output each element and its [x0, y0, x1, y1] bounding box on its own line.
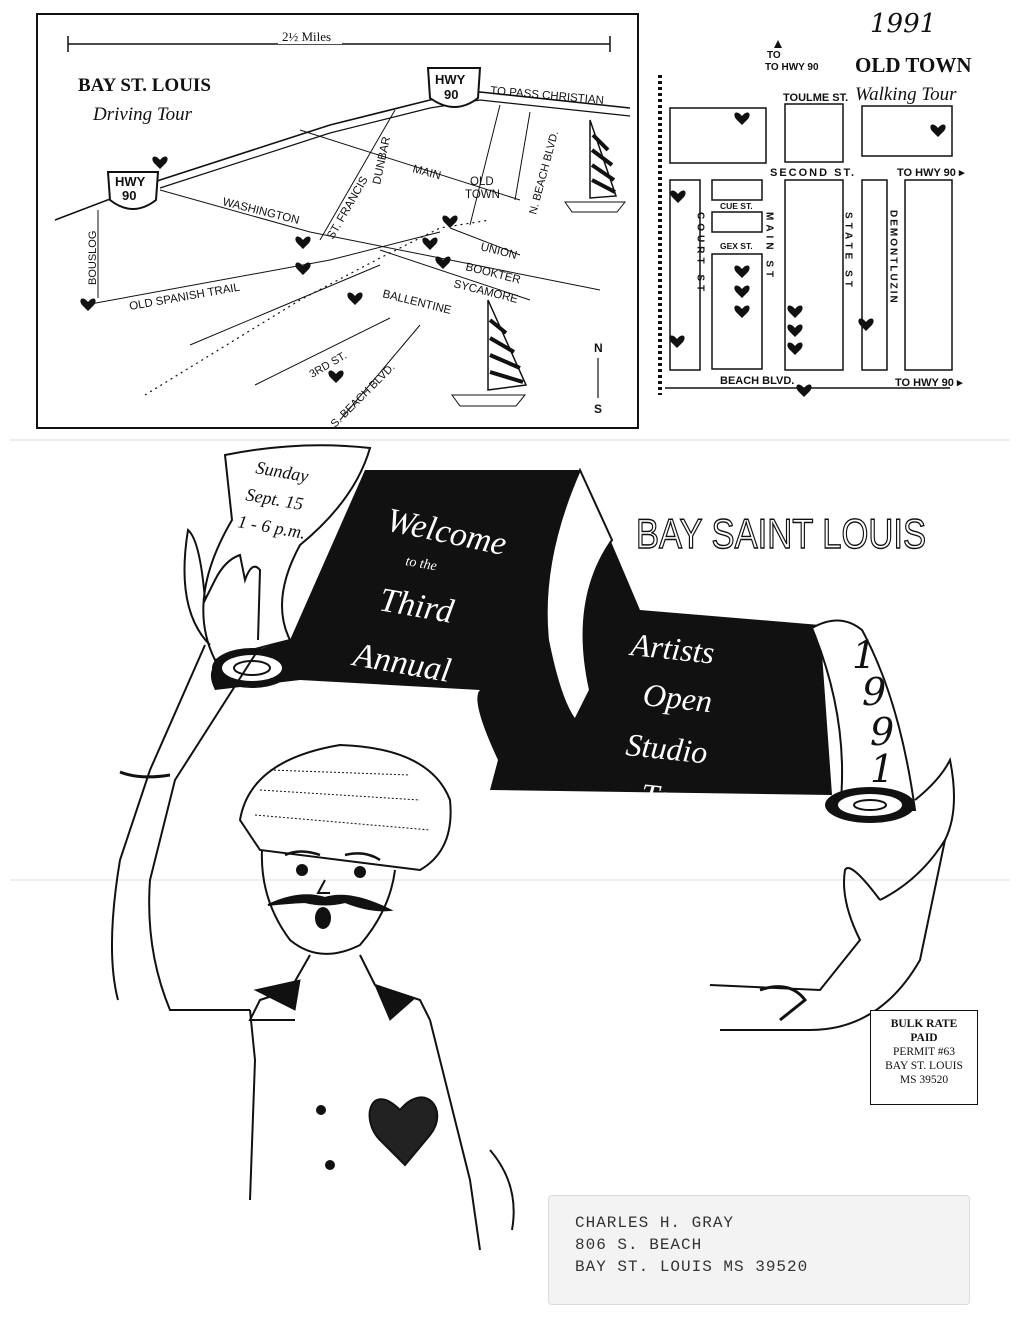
sailboat-icon	[451, 299, 528, 407]
street-beach-blvd: BEACH BLVD.	[720, 375, 794, 387]
street-union: UNION	[479, 241, 518, 262]
street-washington: WASHINGTON	[221, 196, 300, 227]
banner-artists: Artists	[627, 626, 716, 671]
bulk-rate-postage-indicia: BULK RATE PAID PERMIT #63 BAY ST. LOUIS …	[870, 1010, 978, 1105]
banner-tour: Tour	[639, 776, 702, 818]
to-hwy-90-top-label: TO HWY 90	[765, 62, 819, 73]
driving-map-title: BAY ST. LOUIS	[78, 75, 211, 96]
street-main: MAIN	[411, 163, 442, 182]
walking-tour-map: OLD TOWN Walking Tour TO TO HWY 90 TOULM…	[658, 40, 972, 397]
mailing-address-label: CHARLES H. GRAY 806 S. BEACH BAY ST. LOU…	[548, 1195, 970, 1305]
street-cue: CUE ST.	[720, 201, 753, 211]
street-bouslog: BOUSLOG	[87, 231, 99, 285]
postage-line-5: MS 39520	[899, 1074, 949, 1086]
banner-open: Open	[641, 676, 714, 719]
welcome-scroll-banner: Sunday Sept. 15 1 - 6 p.m. Welcome to th…	[202, 444, 917, 823]
street-dunbar: DUNBAR	[371, 136, 393, 186]
compass-north: N	[594, 341, 603, 355]
walking-map-title: OLD TOWN	[855, 53, 972, 77]
recipient-city: BAY ST. LOUIS MS 39520	[575, 1258, 809, 1276]
street-toulme: TOULME ST.	[783, 92, 848, 104]
recipient-name: CHARLES H. GRAY	[575, 1214, 735, 1232]
street-ballentine: BALLENTINE	[381, 288, 452, 317]
svg-text:90: 90	[444, 87, 458, 102]
street-3rd: 3RD ST.	[308, 350, 349, 381]
scale-label: 2½ Miles	[282, 29, 331, 44]
street-n-beach: N. BEACH BLVD.	[527, 130, 561, 216]
old-town-label-1: OLD	[470, 176, 494, 188]
street-state: STATE ST	[843, 212, 854, 291]
sailboat-icon	[564, 119, 627, 213]
svg-text:HWY: HWY	[435, 72, 466, 87]
postage-line-1: BULK RATE	[890, 1018, 958, 1030]
banner-to-the: to the	[404, 554, 438, 574]
year-digit-4: 1	[870, 747, 894, 791]
postage-line-3: PERMIT #63	[892, 1046, 956, 1058]
street-demontluzin: DEMONTLUZIN	[888, 210, 899, 305]
svg-text:90: 90	[122, 188, 136, 203]
hwy-90-shield-east: HWY 90	[426, 67, 482, 108]
old-town-label-2: TOWN	[465, 189, 500, 201]
compass-south: S	[594, 402, 602, 416]
driving-tour-map: 2½ Miles BAY ST. LOUIS Driving Tour HWY …	[36, 13, 639, 430]
artist-figure-illustration	[111, 528, 955, 1251]
heart-icons-walking	[669, 112, 946, 397]
handwritten-year: 1991	[870, 9, 936, 39]
street-second: SECOND ST.	[770, 167, 856, 179]
to-label-top: TO	[767, 50, 781, 61]
year-digit-3: 9	[870, 710, 894, 754]
street-to-pass-christian: TO PASS CHRISTIAN	[490, 85, 605, 107]
svg-text:HWY: HWY	[115, 174, 146, 189]
street-main-walking: MAIN ST	[764, 212, 775, 281]
hwy-90-shield-west: HWY 90	[106, 171, 160, 210]
street-gex: GEX ST.	[720, 241, 753, 251]
street-court: COURT ST	[695, 212, 706, 295]
walking-map-subtitle: Walking Tour	[855, 84, 957, 105]
recipient-street: 806 S. BEACH	[575, 1236, 703, 1254]
banner-studio: Studio	[624, 726, 709, 770]
bay-saint-louis-logo: BAY SAINT LOUIS	[636, 510, 926, 557]
year-digit-1: 1	[852, 633, 876, 677]
to-hwy-90-right: TO HWY 90 ▸	[897, 167, 965, 179]
postage-line-4: BAY ST. LOUIS	[885, 1060, 963, 1072]
postage-line-2: PAID	[910, 1032, 938, 1044]
street-st-francis: ST. FRANCIS	[325, 174, 371, 241]
year-digit-2: 9	[862, 670, 886, 714]
to-hwy-90-bottom: TO HWY 90 ▸	[895, 377, 963, 389]
driving-map-subtitle: Driving Tour	[92, 104, 193, 125]
